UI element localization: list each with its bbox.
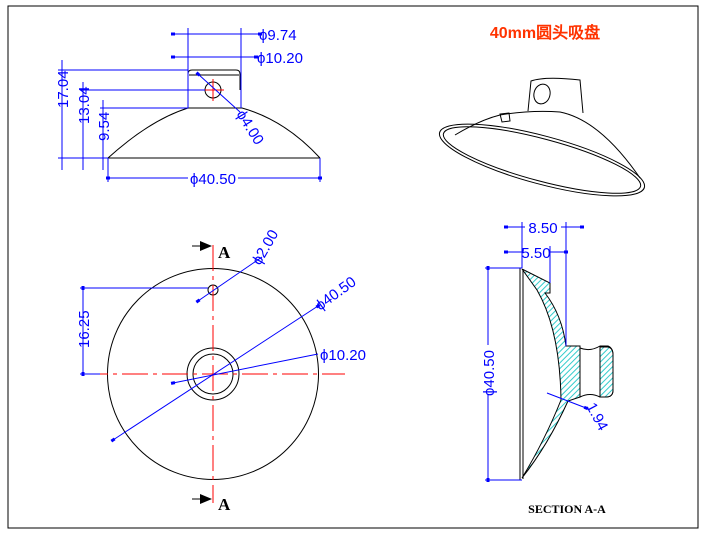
- dim-height-base: 9.54: [96, 112, 113, 141]
- dim-height-hole: 13.04: [76, 86, 93, 124]
- section-arrow-top: [200, 241, 212, 251]
- dim-tab: 5.50: [521, 245, 550, 262]
- section-marker-top: A: [218, 243, 231, 262]
- dim-depth: 8.50: [528, 220, 557, 237]
- dim-top-inner: ϕ10.20: [257, 50, 303, 67]
- dim-small-hole: ϕ2.00: [249, 227, 283, 268]
- dim-top-outer: ϕ9.74: [259, 27, 297, 44]
- section-view: 8.50 5.50 ϕ40.50 1.94 SECTION A-A: [481, 218, 614, 516]
- dim-thickness: 1.94: [582, 400, 611, 434]
- drawing-title: 40mm圆头吸盘: [490, 23, 600, 42]
- dim-height-total: 17.04: [55, 70, 72, 108]
- section-marker-bottom: A: [218, 495, 231, 514]
- dim-base: ϕ40.50: [190, 171, 236, 188]
- section-label: SECTION A-A: [528, 502, 606, 516]
- dim-diameter: ϕ40.50: [481, 350, 498, 396]
- dim-offset: 16.25: [76, 310, 93, 348]
- dim-hole: ϕ4.00: [233, 107, 267, 148]
- front-view: ϕ9.74 ϕ10.20 17.04 13.04 9.54 ϕ4.00 ϕ40.…: [55, 27, 322, 188]
- drawing-frame: [7, 5, 699, 529]
- isometric-view: [438, 77, 646, 197]
- plan-view: A A ϕ2.00 ϕ40.50 ϕ10.20 16.25: [76, 227, 366, 514]
- dim-hub: ϕ10.20: [320, 347, 366, 364]
- dim-outer: ϕ40.50: [312, 273, 359, 314]
- section-arrow-bottom: [200, 494, 212, 504]
